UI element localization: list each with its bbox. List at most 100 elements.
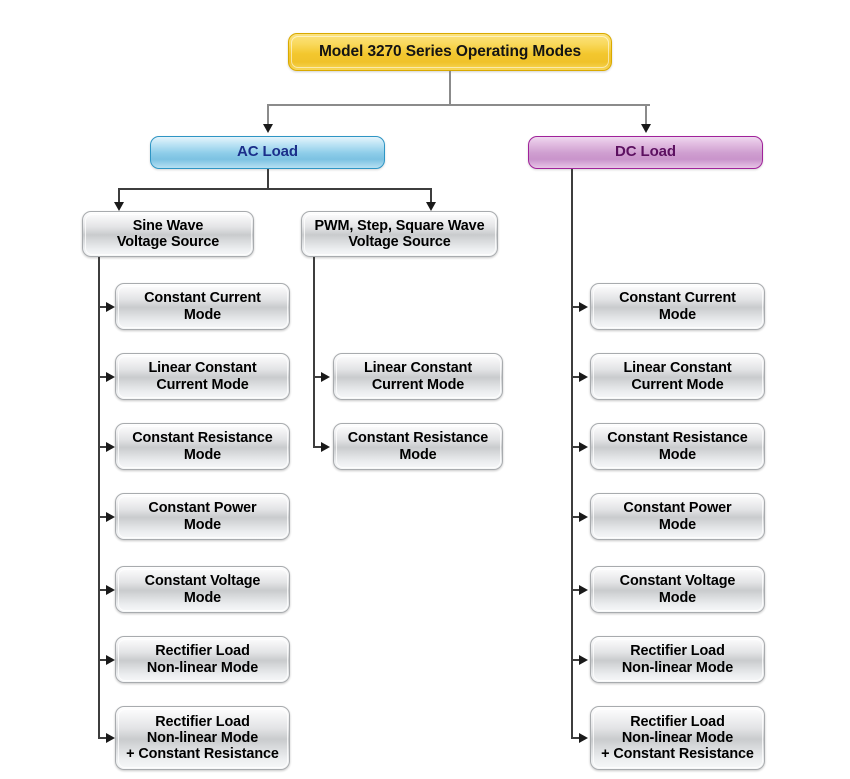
mode-node-ac-sine-5[interactable]: Constant Voltage Mode (115, 566, 290, 613)
mode-node-dc-6-line2: Non-linear Mode (621, 659, 734, 676)
source-node-sine-wave-line2: Voltage Source (116, 234, 220, 250)
arrowhead-dc-branch-1 (579, 301, 588, 312)
mode-node-dc-6-line1: Rectifier Load (630, 643, 725, 660)
connector-dc-branch-4 (571, 516, 581, 518)
mode-node-dc-4-line1: Constant Power (623, 500, 732, 517)
connector-sine-branch-7 (98, 737, 108, 739)
mode-node-ac-pwm-1[interactable]: Linear Constant Current Mode (333, 353, 503, 400)
source-node-pwm-step-square[interactable]: PWM, Step, Square Wave Voltage Source (301, 211, 498, 257)
mode-node-dc-2-line2: Current Mode (631, 376, 724, 393)
arrowhead-dc-branch-3 (579, 441, 588, 452)
mode-node-ac-sine-2-line2: Current Mode (156, 376, 249, 393)
mode-node-dc-1-line1: Constant Current (619, 290, 736, 307)
mode-node-dc-4[interactable]: Constant Power Mode (590, 493, 765, 540)
connector-pwm-spine (313, 257, 315, 446)
branch-node-ac-load[interactable]: AC Load (150, 136, 385, 169)
connector-dc-spine (571, 169, 573, 737)
connector-sine-spine (98, 257, 100, 737)
mode-node-dc-2[interactable]: Linear Constant Current Mode (590, 353, 765, 400)
root-node-operating-modes[interactable]: Model 3270 Series Operating Modes (288, 33, 612, 71)
mode-node-ac-pwm-1-line2: Current Mode (371, 376, 465, 393)
mode-node-ac-sine-5-line2: Mode (183, 589, 222, 606)
mode-node-ac-sine-1[interactable]: Constant Current Mode (115, 283, 290, 330)
mode-node-dc-7[interactable]: Rectifier Load Non-linear Mode + Constan… (590, 706, 765, 770)
mode-node-ac-pwm-2[interactable]: Constant Resistance Mode (333, 423, 503, 470)
arrowhead-dc-branch-6 (579, 654, 588, 665)
arrowhead-dc-branch-5 (579, 584, 588, 595)
mode-node-ac-sine-7-line3: + Constant Resistance (126, 746, 279, 763)
arrowhead-sine-branch-7 (106, 732, 115, 743)
arrowhead-sine-branch-2 (106, 371, 115, 382)
source-node-sine-wave-line1: Sine Wave (132, 217, 204, 234)
branch-node-ac-load-label: AC Load (237, 143, 298, 161)
arrowhead-root-to-dc (640, 124, 651, 133)
mode-node-ac-sine-6-line2: Non-linear Mode (146, 659, 259, 676)
connector-sine-branch-5 (98, 589, 108, 591)
connector-sine-branch-4 (98, 516, 108, 518)
mode-node-dc-5-line2: Mode (658, 589, 697, 606)
mode-node-ac-sine-2-line1: Linear Constant (148, 360, 257, 377)
mode-node-ac-sine-2[interactable]: Linear Constant Current Mode (115, 353, 290, 400)
connector-sine-branch-2 (98, 376, 108, 378)
connector-ac-bus (118, 188, 432, 190)
connector-pwm-branch-1 (313, 376, 323, 378)
mode-node-ac-sine-7-line2: Non-linear Mode (146, 729, 259, 746)
arrowhead-ac-to-sine (113, 202, 124, 211)
connector-ac-to-pwm (430, 188, 432, 203)
connector-ac-to-sine (118, 188, 120, 203)
root-node-label: Model 3270 Series Operating Modes (318, 43, 581, 61)
mode-node-ac-sine-5-line1: Constant Voltage (144, 573, 261, 590)
mode-node-dc-4-line2: Mode (658, 516, 697, 533)
mode-node-ac-sine-4-line1: Constant Power (148, 500, 257, 517)
mode-node-ac-sine-6[interactable]: Rectifier Load Non-linear Mode (115, 636, 290, 683)
mode-node-dc-1[interactable]: Constant Current Mode (590, 283, 765, 330)
connector-dc-branch-1 (571, 306, 581, 308)
mode-node-ac-sine-1-line2: Mode (183, 306, 222, 323)
mode-node-ac-sine-6-line1: Rectifier Load (155, 643, 250, 660)
mode-node-ac-sine-7-line1: Rectifier Load (155, 713, 250, 730)
connector-root-to-dc (645, 104, 647, 125)
mode-node-dc-1-line2: Mode (658, 306, 697, 323)
branch-node-dc-load[interactable]: DC Load (528, 136, 763, 169)
connector-ac-stem (267, 169, 269, 189)
arrowhead-sine-branch-1 (106, 301, 115, 312)
arrowhead-pwm-branch-1 (321, 371, 330, 382)
mode-node-ac-sine-7[interactable]: Rectifier Load Non-linear Mode + Constan… (115, 706, 290, 770)
arrowhead-dc-branch-7 (579, 732, 588, 743)
source-node-sine-wave[interactable]: Sine Wave Voltage Source (82, 211, 254, 257)
mode-node-dc-3-line2: Mode (658, 446, 697, 463)
connector-sine-branch-1 (98, 306, 108, 308)
mode-node-dc-3-line1: Constant Resistance (607, 430, 748, 447)
mode-node-ac-pwm-1-line1: Linear Constant (363, 360, 473, 377)
connector-dc-branch-7 (571, 737, 581, 739)
mode-node-dc-7-line3: + Constant Resistance (601, 746, 754, 763)
source-node-pwm-line1: PWM, Step, Square Wave (314, 217, 485, 234)
mode-node-dc-7-line2: Non-linear Mode (621, 729, 734, 746)
arrowhead-pwm-branch-2 (321, 441, 330, 452)
connector-root-bus (267, 104, 650, 106)
mode-node-ac-pwm-2-line1: Constant Resistance (347, 430, 489, 447)
mode-node-dc-5-line1: Constant Voltage (619, 573, 736, 590)
mode-node-ac-sine-4[interactable]: Constant Power Mode (115, 493, 290, 540)
mode-node-ac-sine-1-line1: Constant Current (144, 290, 261, 307)
connector-dc-branch-5 (571, 589, 581, 591)
connector-pwm-branch-2 (313, 446, 323, 448)
arrowhead-sine-branch-4 (106, 511, 115, 522)
connector-sine-branch-3 (98, 446, 108, 448)
connector-sine-branch-6 (98, 659, 108, 661)
mode-node-ac-sine-4-line2: Mode (183, 516, 222, 533)
arrowhead-root-to-ac (262, 124, 273, 133)
connector-root-to-ac (267, 104, 269, 125)
mode-node-ac-pwm-2-line2: Mode (399, 446, 437, 463)
arrowhead-sine-branch-5 (106, 584, 115, 595)
mode-node-dc-3[interactable]: Constant Resistance Mode (590, 423, 765, 470)
mode-node-ac-sine-3-line2: Mode (183, 446, 222, 463)
connector-dc-branch-2 (571, 376, 581, 378)
mode-node-dc-7-line1: Rectifier Load (630, 713, 725, 730)
mode-node-dc-6[interactable]: Rectifier Load Non-linear Mode (590, 636, 765, 683)
arrowhead-dc-branch-4 (579, 511, 588, 522)
branch-node-dc-load-label: DC Load (615, 143, 676, 161)
mode-node-ac-sine-3[interactable]: Constant Resistance Mode (115, 423, 290, 470)
mode-node-dc-5[interactable]: Constant Voltage Mode (590, 566, 765, 613)
